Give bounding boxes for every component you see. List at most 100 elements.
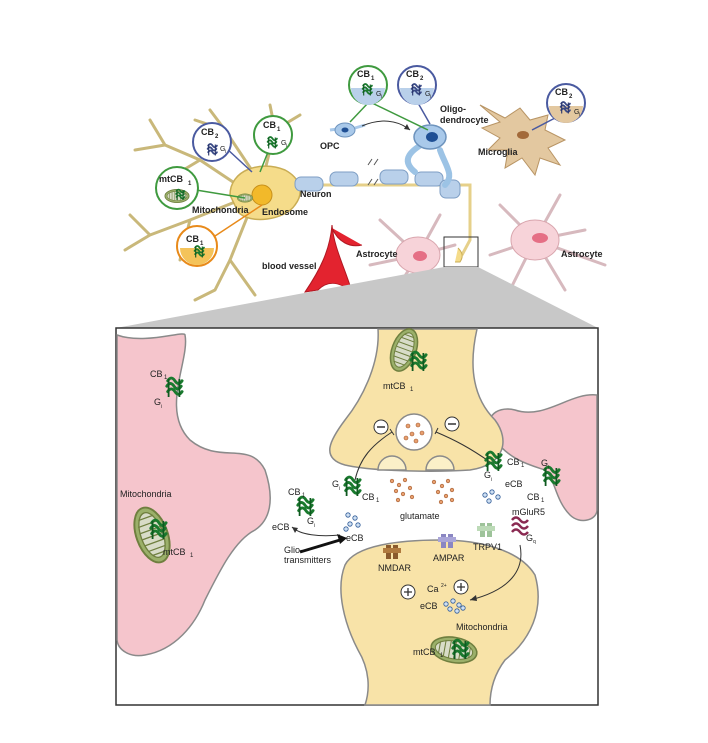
svg-text:CB: CB <box>555 87 568 97</box>
svg-text:1: 1 <box>200 241 204 247</box>
svg-text:G: G <box>281 140 286 147</box>
svg-text:i: i <box>286 143 287 149</box>
label-microglia: Microglia <box>478 147 519 157</box>
label-endosome: Endosome <box>262 207 308 217</box>
glio-arrow <box>299 538 341 554</box>
label-astrocyte-left: Astrocyte <box>356 249 398 259</box>
svg-text:q: q <box>533 539 536 545</box>
mglur5-receptor <box>511 516 529 536</box>
blood-vessel <box>303 224 363 294</box>
svg-text:1: 1 <box>376 498 380 504</box>
nmdar-receptor <box>383 545 401 559</box>
svg-text:i: i <box>339 486 340 492</box>
label-right-cb1: CB <box>507 457 520 467</box>
svg-text:i: i <box>381 94 382 100</box>
label-ecb-left: eCB <box>272 522 290 532</box>
mid-ecb-dots <box>343 512 361 532</box>
axon-break-icon <box>367 158 379 186</box>
label-nmdar: NMDAR <box>378 563 411 573</box>
svg-text:1: 1 <box>541 498 545 504</box>
svg-text:1: 1 <box>188 181 192 187</box>
opc-nucleus <box>341 127 349 133</box>
label-ecb-mid: eCB <box>346 533 364 543</box>
svg-text:G: G <box>307 516 314 526</box>
label-mglur5: mGluR5 <box>512 507 545 517</box>
glio-arrow-head-icon <box>337 534 347 544</box>
label-pre-cb1: CB <box>362 492 375 502</box>
svg-text:G: G <box>376 91 381 98</box>
label-glutamate: glutamate <box>400 511 440 521</box>
zoom-large-vesicle <box>395 413 433 451</box>
svg-text:i: i <box>225 149 226 155</box>
svg-text:1: 1 <box>521 463 525 469</box>
glutamate-dots <box>389 477 455 505</box>
label-oligo-1: Oligo- <box>440 104 466 114</box>
svg-text:i: i <box>314 523 315 529</box>
svg-text:i: i <box>161 404 162 410</box>
label-post-mito: Mitochondria <box>456 622 508 632</box>
svg-text:mtCB: mtCB <box>159 174 183 184</box>
svg-text:G: G <box>541 458 548 468</box>
ecb-left-arrow-head-icon <box>292 527 298 533</box>
svg-text:i: i <box>579 112 580 118</box>
inhibit-right-arrow <box>434 427 491 463</box>
astrocyte-left-nucleus <box>413 251 427 261</box>
svg-text:G: G <box>332 479 339 489</box>
svg-text:1: 1 <box>371 76 375 82</box>
axon <box>295 183 472 256</box>
svg-text:CB: CB <box>263 120 276 130</box>
svg-text:CB: CB <box>406 69 419 79</box>
microglia-nucleus <box>517 131 529 139</box>
label-glio-1: Glio- <box>284 545 303 555</box>
label-oligo-2: dendrocyte <box>440 115 489 125</box>
callout-mtcb1-neuron: mtCB 1 <box>155 166 199 210</box>
zoom-cone <box>116 267 598 328</box>
svg-text:1: 1 <box>440 653 444 659</box>
svg-text:1: 1 <box>190 553 194 559</box>
zoom-vesicle-right <box>425 455 455 471</box>
label-glio-2: transmitters <box>284 555 332 565</box>
label-ca: Ca <box>427 584 439 594</box>
label-mitochondria-top: Mitochondria <box>192 205 249 215</box>
callout-lines <box>195 102 556 239</box>
zoom-astrocyte-right <box>488 394 598 522</box>
svg-text:1: 1 <box>164 375 168 381</box>
svg-text:G: G <box>154 397 161 407</box>
label-astro-cb1-b: CB <box>288 487 301 497</box>
opc-arrow-head-icon <box>404 124 410 130</box>
label-far-cb1: CB <box>527 492 540 502</box>
svg-text:G: G <box>574 109 579 116</box>
myelin-segments <box>294 169 461 199</box>
label-pre-mtcb1: mtCB <box>383 381 406 391</box>
label-blood-vessel: blood vessel <box>262 261 317 271</box>
mglur5-arrow-head-icon <box>470 595 477 601</box>
svg-text:CB: CB <box>357 69 370 79</box>
zoom-large-vesicle-dots <box>403 422 425 444</box>
right-ecb-dots <box>482 489 501 504</box>
label-neuron: Neuron <box>300 189 332 199</box>
svg-text:G: G <box>220 146 225 153</box>
svg-text:1: 1 <box>277 127 281 133</box>
post-ecb-dots <box>443 598 466 614</box>
zoom-astrocyte-left <box>116 333 271 657</box>
label-astro-mtcb1: mtCB <box>163 547 186 557</box>
zoom-vesicle-left <box>377 455 407 471</box>
label-right-ecb: eCB <box>505 479 523 489</box>
mglur5-arrow <box>469 544 522 601</box>
label-astrocyte-right: Astrocyte <box>561 249 603 259</box>
label-ampar: AMPAR <box>433 553 465 563</box>
label-post-mtcb1: mtCB <box>413 647 436 657</box>
svg-text:1: 1 <box>302 493 306 499</box>
microglia-body <box>479 104 567 177</box>
label-astro-cb1: CB <box>150 369 163 379</box>
svg-text:2: 2 <box>420 76 424 82</box>
inhibit-left-arrow <box>354 428 395 481</box>
